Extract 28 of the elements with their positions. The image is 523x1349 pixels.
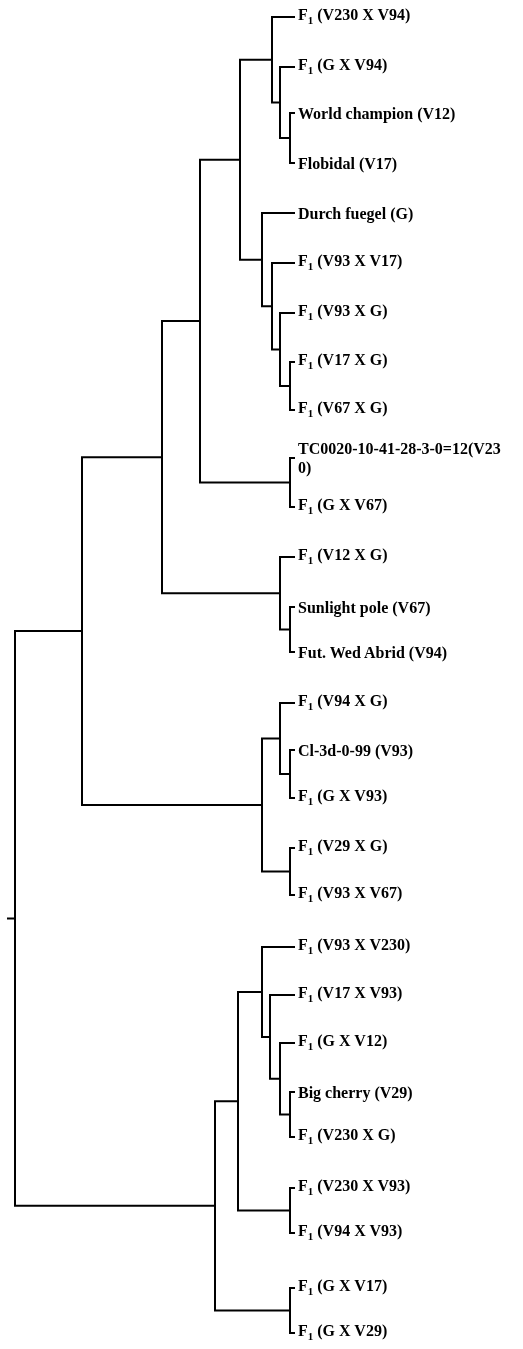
leaf-label: TC0020-10-41-28-3-0=12(V230) — [298, 439, 502, 477]
leaf-label: F$_{1}$ (V230 X V93) — [298, 1175, 411, 1199]
leaf-label: F$_{1}$ (V93 X V67) — [298, 882, 403, 906]
leaf-label: Cl-3d-0-99 (V93) — [298, 740, 414, 760]
leaf-label: F$_{1}$ (V93 X V230) — [298, 934, 411, 958]
leaf-label: Durch fuegel (G) — [298, 203, 414, 223]
leaf-label: F$_{1}$ (V93 X V17) — [298, 250, 403, 274]
leaf-label: F$_{1}$ (V29 X G) — [298, 835, 388, 859]
leaf-label: F$_{1}$ (G X V93) — [298, 785, 388, 809]
leaf-label: Big cherry (V29) — [298, 1082, 413, 1102]
leaf-label: F$_{1}$ (V230 X V94) — [298, 4, 411, 28]
leaf-label: F$_{1}$ (V67 X G) — [298, 397, 388, 421]
leaf-label: Flobidal (V17) — [298, 153, 398, 173]
leaf-label: F$_{1}$ (V94 X G) — [298, 690, 388, 714]
leaf-label: F$_{1}$ (V17 X V93) — [298, 982, 403, 1006]
leaf-label: F$_{1}$ (G X V17) — [298, 1275, 388, 1299]
leaf-label: F$_{1}$ (V17 X G) — [298, 349, 388, 373]
leaf-label: F$_{1}$ (G X V29) — [298, 1320, 388, 1344]
leaf-label: F$_{1}$ (V230 X G) — [298, 1124, 396, 1148]
leaf-label: World champion (V12) — [298, 103, 456, 123]
leaf-label: F$_{1}$ (V12 X G) — [298, 544, 388, 568]
leaf-label: F$_{1}$ (G X V67) — [298, 494, 388, 518]
leaf-label: Sunlight pole (V67) — [298, 597, 431, 617]
leaf-label: F$_{1}$ (G X V12) — [298, 1030, 388, 1054]
leaf-label: Fut. Wed Abrid (V94) — [298, 642, 448, 662]
leaf-label: F$_{1}$ (V93 X G) — [298, 300, 388, 324]
leaf-label: F$_{1}$ (V94 X V93) — [298, 1220, 403, 1244]
leaf-label: F$_{1}$ (G X V94) — [298, 54, 388, 78]
